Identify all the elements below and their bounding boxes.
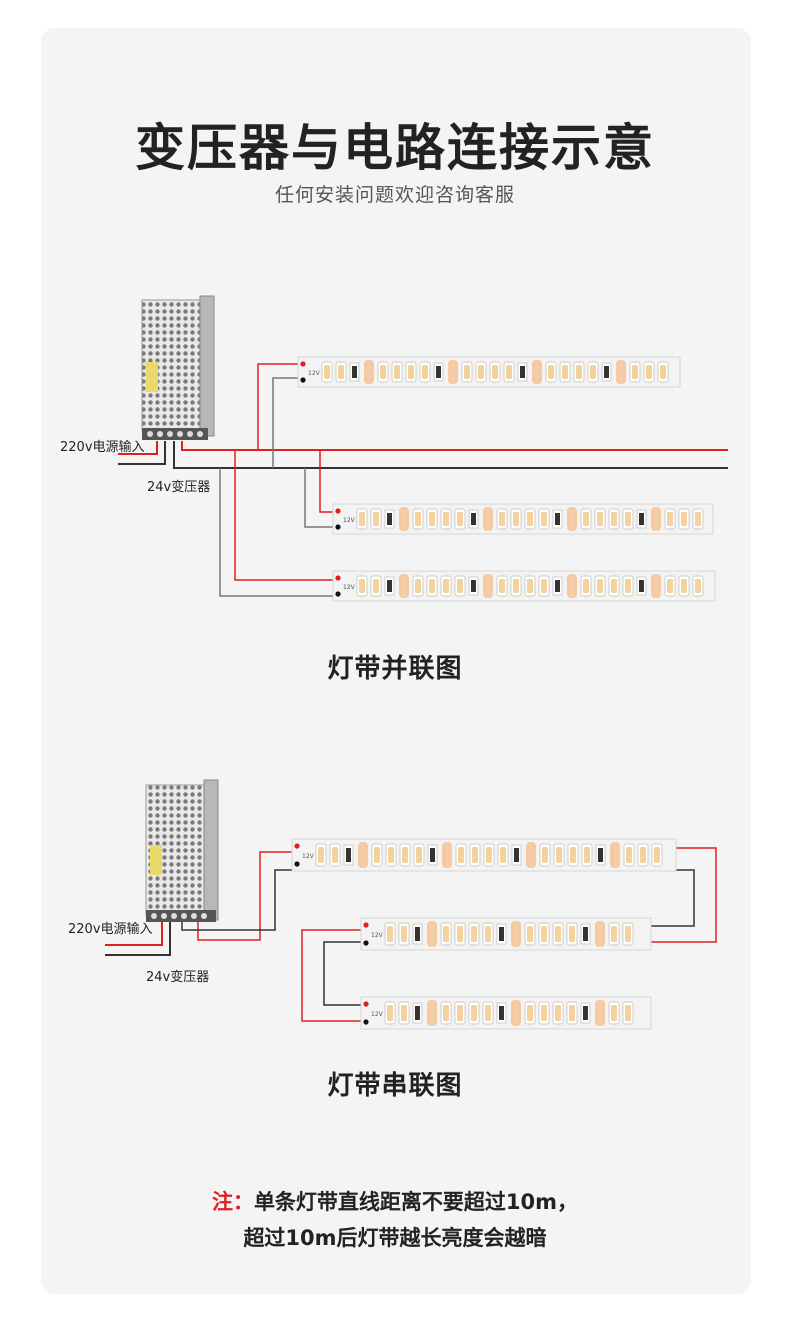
note-text-2: 超过10m后灯带越长亮度会越暗 xyxy=(243,1226,547,1250)
parallel-strip-1: 12V xyxy=(297,356,681,388)
series-input-label: 220v电源输入 xyxy=(68,922,153,937)
svg-text:12V: 12V xyxy=(343,517,356,524)
note-text-1: 单条灯带直线距离不要超过10m， xyxy=(253,1190,579,1214)
parallel-caption-box: 灯带并联图 xyxy=(315,648,475,687)
note-prefix: 注： xyxy=(211,1190,254,1214)
svg-text:12V: 12V xyxy=(302,853,315,860)
series-caption: 灯带串联图 xyxy=(327,1071,463,1101)
svg-text:12V: 12V xyxy=(371,932,384,939)
series-transformer-label: 24v变压器 xyxy=(146,970,210,985)
parallel-transformer-label: 24v变压器 xyxy=(147,480,211,495)
parallel-transformer-icon xyxy=(141,295,215,440)
parallel-input-label: 220v电源输入 xyxy=(60,440,145,455)
series-strip-3: 12V xyxy=(360,996,652,1030)
note: 注：单条灯带直线距离不要超过10m， 超过10m后灯带越长亮度会越暗 xyxy=(0,1184,790,1256)
parallel-strip-2: 12V xyxy=(332,503,714,535)
page-title: 变压器与电路连接示意 xyxy=(135,119,655,177)
page-subtitle: 任何安装问题欢迎咨询客服 xyxy=(274,184,515,206)
series-caption-wrap: 灯带串联图 xyxy=(0,1065,790,1104)
note-line-1: 注：单条灯带直线距离不要超过10m， xyxy=(0,1184,790,1220)
content-card xyxy=(41,28,751,1294)
series-caption-box: 灯带串联图 xyxy=(315,1065,475,1104)
parallel-caption: 灯带并联图 xyxy=(327,654,463,684)
parallel-strip-3: 12V xyxy=(332,570,716,602)
svg-text:12V: 12V xyxy=(371,1011,384,1018)
parallel-diagram: 12V 12V 12V xyxy=(118,295,728,602)
series-transformer-icon xyxy=(145,779,219,922)
series-diagram: 12V 12V 12V xyxy=(105,779,717,1030)
series-strip-1: 12V xyxy=(291,838,677,872)
svg-text:12V: 12V xyxy=(343,584,356,591)
series-strip-2: 12V xyxy=(360,917,652,951)
parallel-caption-wrap: 灯带并联图 xyxy=(0,648,790,687)
svg-text:12V: 12V xyxy=(308,370,321,377)
